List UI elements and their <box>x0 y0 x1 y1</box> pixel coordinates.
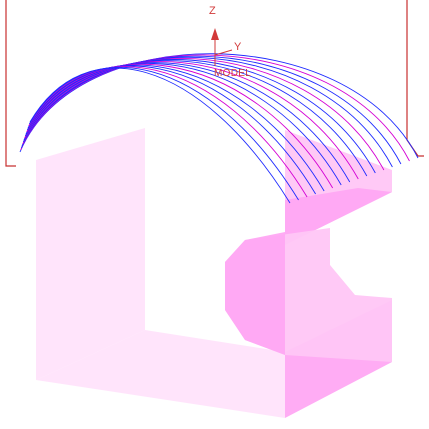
toolpath-passes[interactable] <box>19 53 419 204</box>
model-label: MODEL <box>214 68 251 79</box>
toolpath-pass <box>23 60 368 177</box>
toolpath-pass <box>22 59 376 174</box>
toolpath-pass <box>26 64 325 192</box>
y-axis-line <box>214 49 233 56</box>
toolpath-pass <box>24 62 351 183</box>
axis-gizmo: Z Y MODEL <box>209 5 251 79</box>
toolpath-pass <box>28 67 299 201</box>
toolpath-pass <box>25 63 342 186</box>
z-axis-label: Z <box>209 5 216 17</box>
toolpath-pass <box>26 63 334 189</box>
toolpath-pass <box>19 53 419 159</box>
toolpath-pass <box>27 65 316 195</box>
toolpath-pass <box>21 56 393 168</box>
toolpath-pass <box>20 55 402 165</box>
toolpath-pass <box>28 66 308 198</box>
part-model[interactable] <box>36 128 392 418</box>
toolpath-pass <box>20 54 410 162</box>
toolpath-pass <box>22 58 385 171</box>
part-face-left-front <box>36 128 145 380</box>
part-face-bottom-front <box>36 330 285 418</box>
toolpath-pass <box>29 67 291 204</box>
part-face-notch-dark <box>225 232 285 355</box>
y-axis-label: Y <box>234 41 242 53</box>
z-axis-arrow-icon <box>211 28 219 40</box>
toolpath-pass <box>24 61 359 180</box>
